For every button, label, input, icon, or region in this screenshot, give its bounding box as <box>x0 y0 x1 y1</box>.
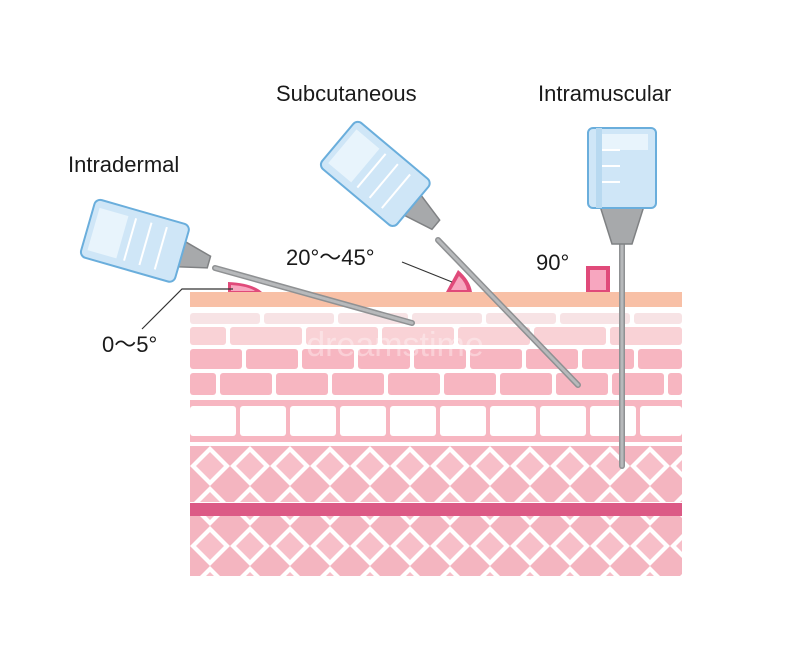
skin-cell <box>388 373 440 395</box>
skin-cell <box>290 406 336 436</box>
epidermis-layer <box>190 292 682 307</box>
skin-cell <box>220 373 272 395</box>
skin-cell <box>534 327 606 345</box>
skin-cell <box>190 349 242 369</box>
label-angle-subcutaneous: 20°〜45° <box>286 245 375 270</box>
skin-cell <box>540 406 586 436</box>
watermark: dreamstime <box>306 326 484 364</box>
skin-cell <box>190 406 236 436</box>
skin-cell <box>276 373 328 395</box>
skin-cell <box>230 327 302 345</box>
label-subcutaneous: Subcutaneous <box>276 81 417 106</box>
skin-cell <box>556 373 608 395</box>
label-angle-intramuscular: 90° <box>536 250 569 275</box>
skin-cell <box>634 313 682 324</box>
leader-line-subcutaneous <box>402 262 452 282</box>
skin-cell <box>440 406 486 436</box>
skin-cell <box>332 373 384 395</box>
label-angle-intradermal: 0〜5° <box>102 332 157 357</box>
fascia-band <box>190 503 682 516</box>
label-intradermal: Intradermal <box>68 152 179 177</box>
skin-cell <box>390 406 436 436</box>
skin-cell <box>490 406 536 436</box>
skin-cell <box>190 327 226 345</box>
skin-cell <box>668 373 682 395</box>
skin-cell <box>240 406 286 436</box>
skin-cell <box>264 313 334 324</box>
skin-cell <box>444 373 496 395</box>
skin-cell <box>246 349 298 369</box>
skin-cell <box>500 373 552 395</box>
muscle-layer <box>190 446 682 576</box>
skin-cell <box>412 313 482 324</box>
label-intramuscular: Intramuscular <box>538 81 671 106</box>
skin-cell <box>340 406 386 436</box>
skin-cell <box>190 313 260 324</box>
skin-cell <box>640 406 682 436</box>
skin-cell <box>582 349 634 369</box>
skin-cell <box>638 349 682 369</box>
skin-cell <box>190 373 216 395</box>
skin-cell <box>590 406 636 436</box>
